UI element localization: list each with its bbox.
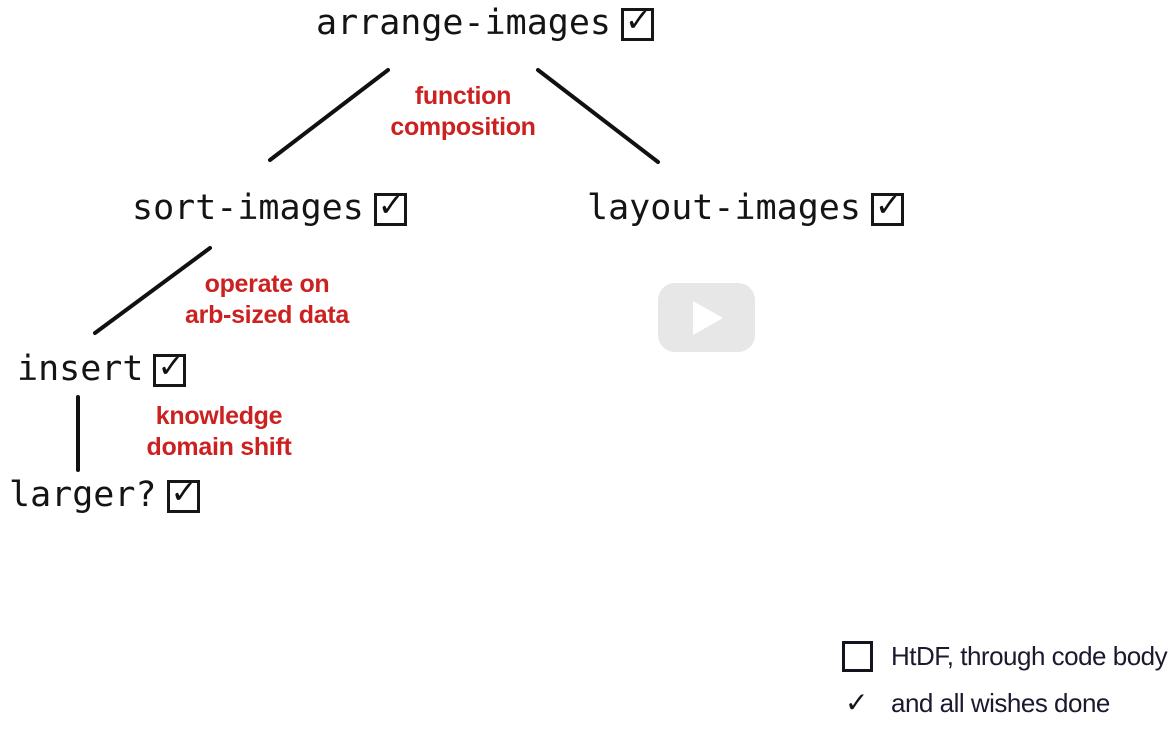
edge-label-line: knowledge: [155, 402, 283, 430]
video-play-button[interactable]: [658, 283, 755, 352]
checkmark-icon: ✓: [845, 686, 869, 719]
node-sort-images: sort-images ✓: [132, 186, 407, 230]
checked-checkbox: ✓: [870, 187, 904, 226]
edge-label-line: domain shift: [146, 433, 292, 461]
checkmark-icon: ✓: [377, 186, 405, 224]
node-label: insert: [17, 349, 144, 389]
legend-text: and all wishes done: [891, 688, 1110, 718]
legend-text: HtDF, through code body: [891, 641, 1168, 671]
checkmark-icon: ✓: [874, 186, 902, 224]
legend-row-htdf: HtDF, through code body: [840, 640, 1168, 672]
edge-label-operate-on-arb-sized-data: operate on arb-sized data: [107, 269, 427, 331]
checkmark-icon: ✓: [157, 347, 185, 385]
node-label: larger?: [9, 475, 157, 515]
edge-label-line: operate on: [204, 270, 330, 298]
checkmark-icon: ✓: [625, 1, 652, 39]
edge-label-line: function: [414, 82, 512, 110]
checked-checkbox: ✓: [373, 187, 407, 226]
node-insert: insert ✓: [17, 347, 187, 391]
play-icon: [692, 300, 723, 335]
node-label: layout-images: [587, 188, 861, 228]
edge-label-line: composition: [390, 113, 536, 141]
checked-checkbox: ✓: [621, 2, 655, 41]
checkmark-icon: ✓: [170, 473, 198, 511]
node-layout-images: layout-images ✓: [587, 186, 904, 230]
node-label: arrange-images: [316, 3, 612, 43]
legend-row-wishes: ✓ and all wishes done: [840, 687, 1167, 719]
checked-checkbox: ✓: [153, 348, 187, 387]
checked-checkbox: ✓: [166, 474, 200, 513]
legend: HtDF, through code body ✓ and all wishes…: [840, 640, 1168, 719]
edge-label-function-composition: function composition: [303, 81, 623, 143]
edge-label-knowledge-domain-shift: knowledge domain shift: [59, 401, 379, 463]
node-arrange-images: arrange-images ✓: [316, 1, 655, 45]
node-label: sort-images: [132, 188, 364, 228]
empty-checkbox-icon: [840, 640, 876, 672]
edge-label-line: arb-sized data: [185, 301, 349, 329]
node-larger: larger? ✓: [9, 473, 200, 517]
